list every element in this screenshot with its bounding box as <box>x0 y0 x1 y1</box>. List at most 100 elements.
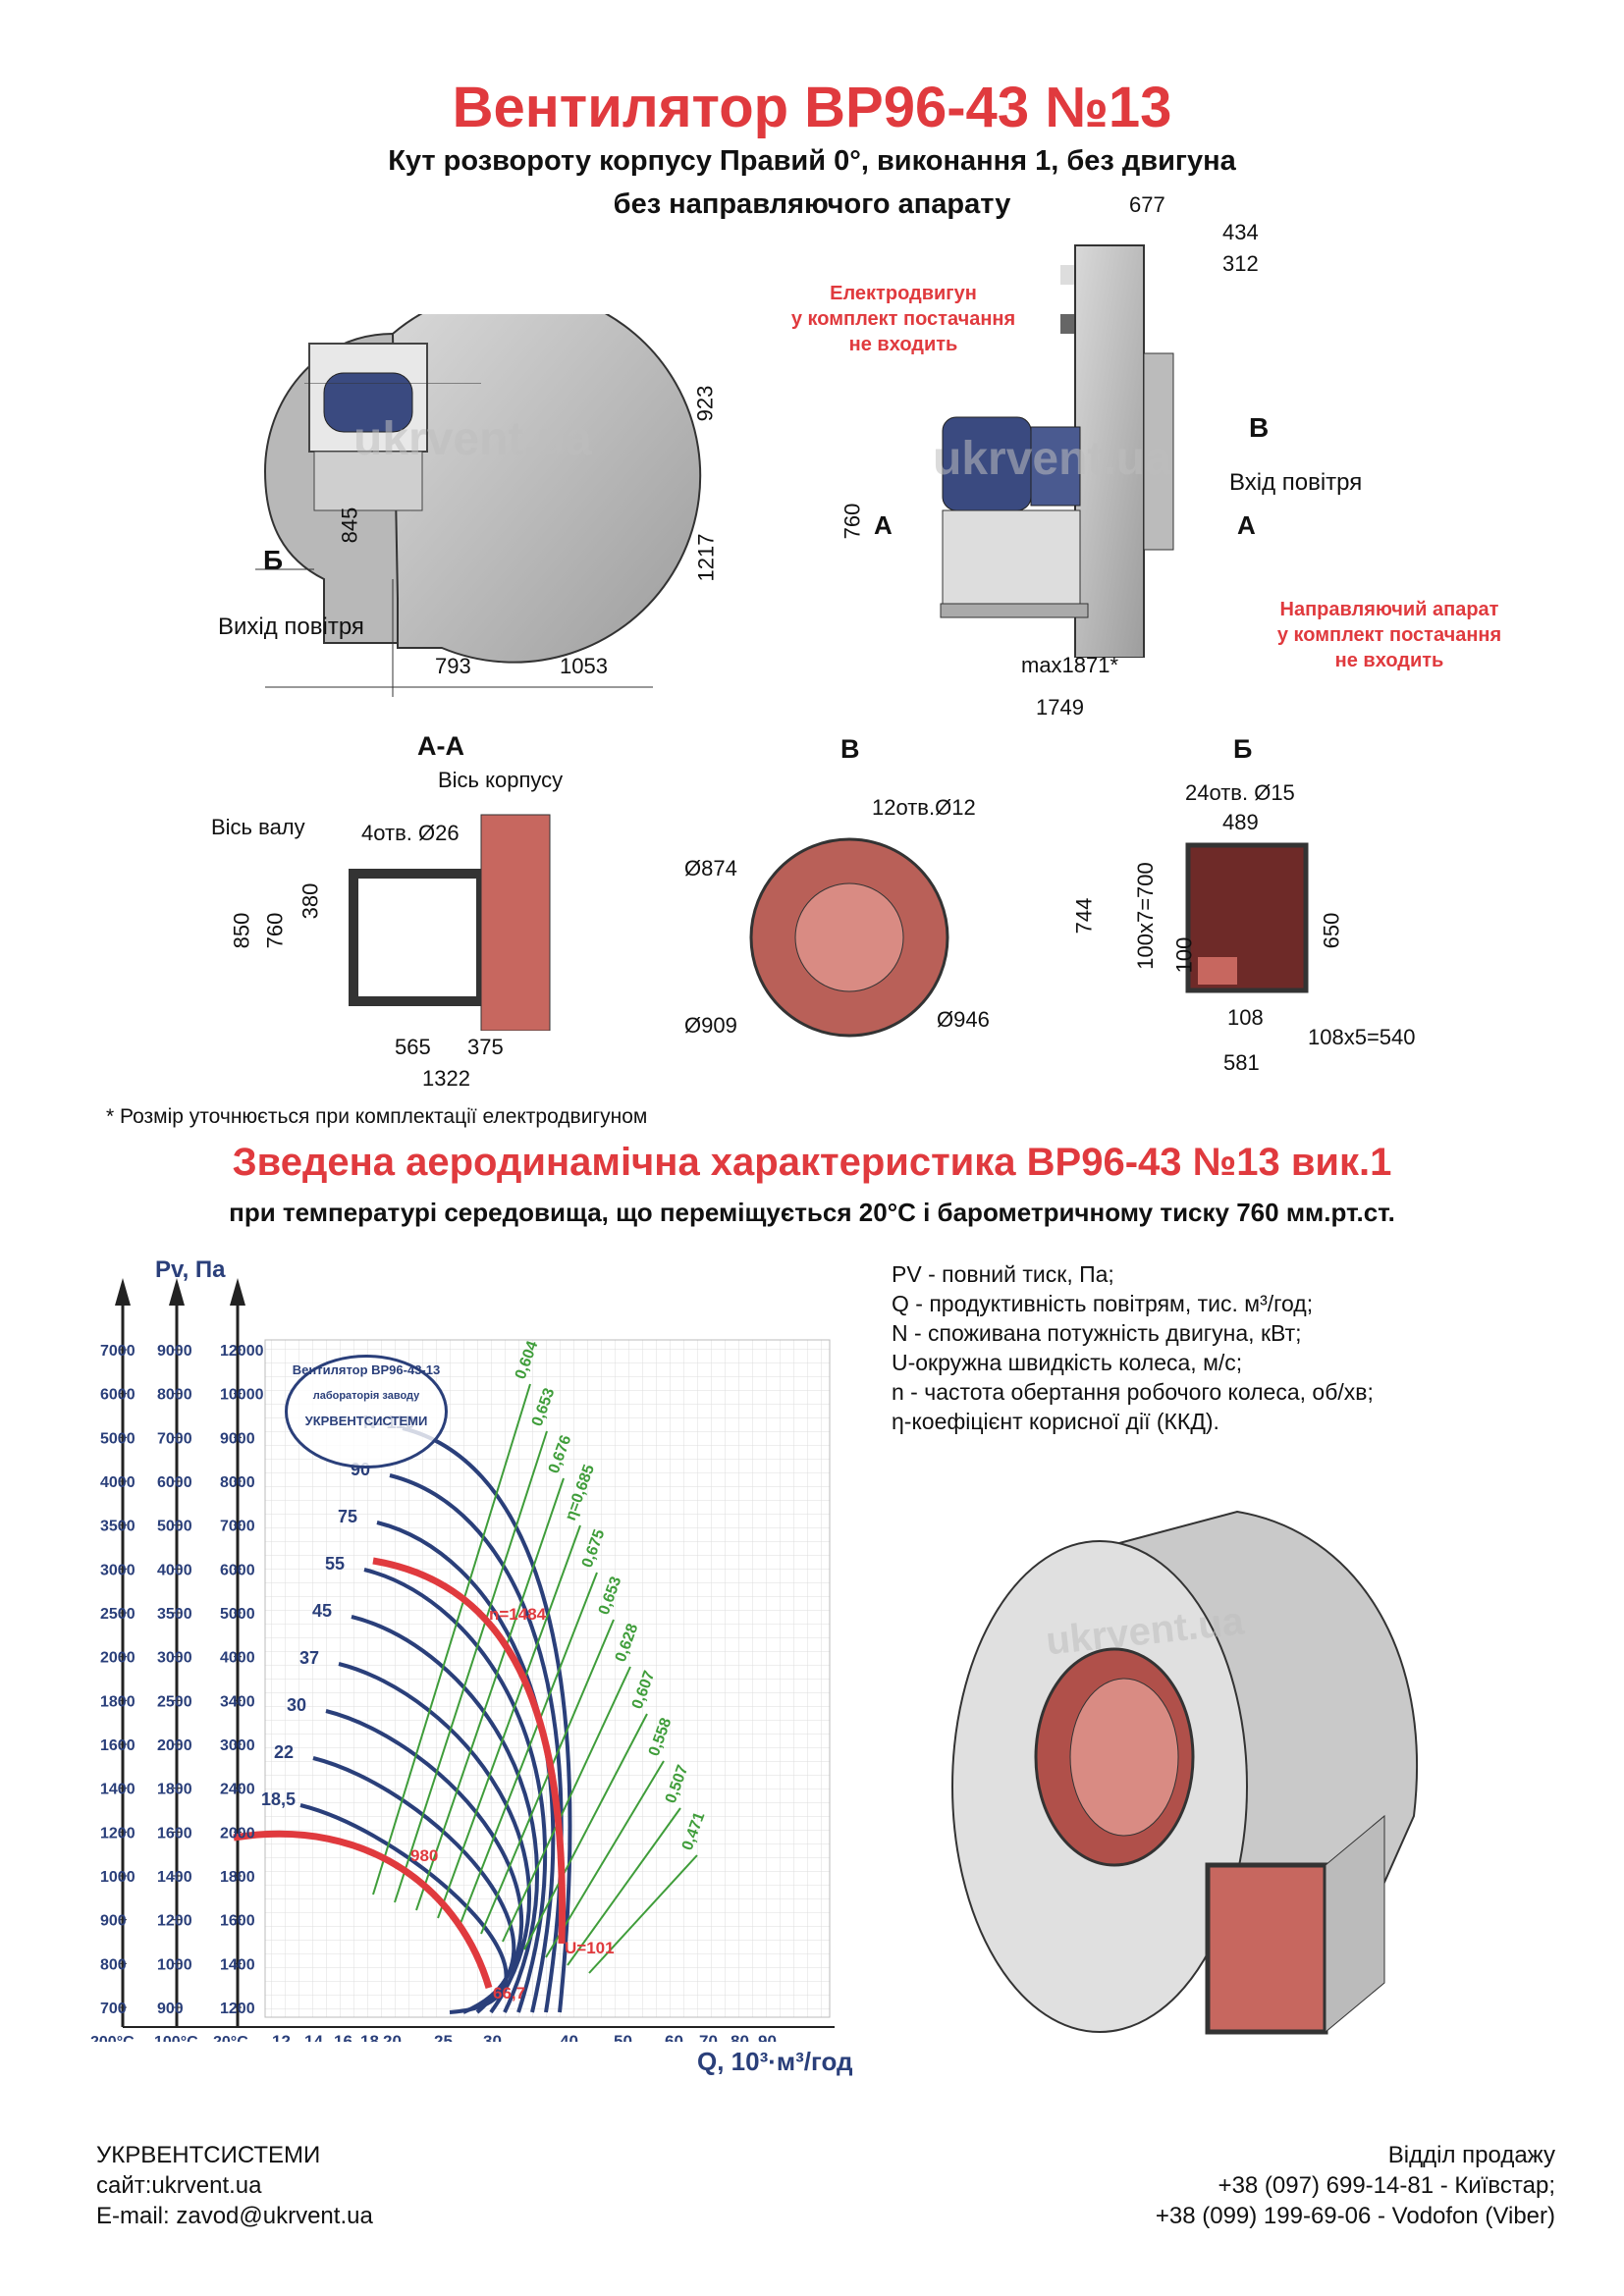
chart-ylabel: Pv, Па <box>155 1256 226 1283</box>
y-tick-label: 900 <box>100 1913 127 1930</box>
power-curve-label: 45 <box>312 1601 332 1621</box>
legend-u: U-окружна швидкість колеса, м/с; <box>892 1350 1243 1375</box>
aa-dim-760: 760 <box>262 912 288 949</box>
y-tick-label: 5000 <box>220 1606 255 1623</box>
v-dim-946: Ø946 <box>937 1007 990 1032</box>
chart-legend: PV - повний тиск, Па; Q - продуктивність… <box>892 1259 1374 1436</box>
b-dim-540: 108x5=540 <box>1308 1025 1416 1049</box>
y-tick-label: 8000 <box>220 1474 255 1491</box>
speed-end-label: U=101 <box>565 1939 615 1957</box>
y-tick-label: 1200 <box>157 1913 192 1930</box>
y-tick-label: 9000 <box>220 1430 255 1447</box>
section-a-marker-left: А <box>874 510 893 540</box>
chart-title: Зведена аеродинамічна характеристика ВР9… <box>232 1141 1392 1184</box>
efficiency-line <box>567 1807 681 1966</box>
phone-vodafone[interactable]: +38 (099) 199-69-06 - Vodofon (Viber) <box>1155 2203 1555 2229</box>
y-axis-arrow-1 <box>169 1278 185 1306</box>
legend-n: N - споживана потужність двигуна, кВт; <box>892 1320 1302 1346</box>
legend-eta: η-коефіцієнт корисної дії (ККД). <box>892 1409 1219 1434</box>
y-tick-label: 4000 <box>100 1474 135 1491</box>
x-tick-label: 14 <box>304 2032 323 2042</box>
aa-dim-380: 380 <box>298 882 323 920</box>
efficiency-line <box>394 1430 548 1903</box>
y-tick-label: 3400 <box>220 1693 255 1710</box>
x-tick-label: 80 <box>731 2032 749 2042</box>
dim-1749: 1749 <box>1036 695 1084 720</box>
x-tick-label: 20 <box>383 2032 402 2042</box>
efficiency-line <box>545 1760 665 1958</box>
aa-dim-850: 850 <box>229 912 254 949</box>
y-tick-label: 1800 <box>100 1693 135 1710</box>
x-tick-label: 18 <box>360 2032 379 2042</box>
y-tick-label: 1400 <box>220 1956 255 1973</box>
y-tick-label: 1600 <box>220 1913 255 1930</box>
y-tick-label: 2500 <box>100 1606 135 1623</box>
y-tick-label: 4000 <box>157 1562 192 1578</box>
footnote: * Розмір уточнюється при комплектації ел… <box>106 1105 648 1128</box>
legend-q: Q - продуктивність повітрям, тис. м³/год… <box>892 1291 1314 1316</box>
view-v-title: В <box>840 734 860 764</box>
x-tick-label: 50 <box>614 2032 632 2042</box>
y-tick-label: 3500 <box>100 1519 135 1535</box>
speed-curve-label: n=1484 <box>489 1605 547 1624</box>
v-holes: 12отв.Ø12 <box>872 795 976 820</box>
speed-curve <box>233 1830 493 1989</box>
y-tick-label: 1600 <box>157 1825 192 1842</box>
side-view-drawing <box>940 244 1174 658</box>
legend-pv: PV - повний тиск, Па; <box>892 1261 1114 1287</box>
y-tick-label: 6000 <box>100 1387 135 1404</box>
x-tick-label: 25 <box>434 2032 453 2042</box>
aa-holes: 4отв. Ø26 <box>361 821 460 845</box>
site-link[interactable]: сайт:ukrvent.ua <box>96 2172 262 2199</box>
x-tick-label: 70 <box>699 2032 718 2042</box>
y-tick-label: 3000 <box>157 1650 192 1667</box>
email-link[interactable]: E-mail: zavod@ukrvent.ua <box>96 2203 373 2229</box>
y-tick-label: 1200 <box>100 1825 135 1842</box>
b-dim-100: 100 <box>1171 936 1197 974</box>
speed-curve <box>372 1557 567 1945</box>
outlet-label: Вихід повітря <box>218 614 364 640</box>
efficiency-line <box>437 1524 581 1919</box>
power-curve <box>299 1803 509 2014</box>
dim-max1871: max1871* <box>1021 653 1119 677</box>
x-temp-label: 100°C <box>154 2034 198 2042</box>
dim-760: 760 <box>839 503 865 540</box>
y-tick-label: 2000 <box>157 1737 192 1754</box>
phone-kyivstar[interactable]: +38 (097) 699-14-81 - Київстар; <box>1218 2172 1555 2199</box>
dim-923: 923 <box>692 385 718 422</box>
footer-left: УКРВЕНТСИСТЕМИ сайт:ukrvent.ua E-mail: z… <box>96 2140 373 2231</box>
power-curve <box>351 1615 539 2013</box>
y-tick-label: 2400 <box>220 1782 255 1798</box>
y-tick-label: 1600 <box>100 1737 135 1754</box>
inlet-label: Вхід повітря <box>1229 469 1363 496</box>
efficiency-line <box>588 1854 698 1974</box>
section-b-title: Б <box>1233 734 1253 764</box>
power-curve-label: 75 <box>338 1507 357 1526</box>
section-a-marker-right: А <box>1237 510 1256 540</box>
y-tick-label: 10000 <box>220 1387 264 1404</box>
view-v-marker: В <box>1249 412 1270 443</box>
x-tick-label: 60 <box>665 2032 683 2042</box>
efficiency-line <box>523 1713 648 1950</box>
y-tick-label: 1000 <box>100 1869 135 1886</box>
footer-right: Відділ продажу +38 (097) 699-14-81 - Киї… <box>1156 2140 1555 2231</box>
sales-dept: Відділ продажу <box>1387 2142 1555 2168</box>
company-name: УКРВЕНТСИСТЕМИ <box>96 2142 321 2168</box>
b-dim-108: 108 <box>1227 1005 1264 1030</box>
dim-1217: 1217 <box>693 533 719 582</box>
view-v-drawing <box>749 837 949 1038</box>
chart-xlabel: Q, 10³·м³/год <box>697 2047 853 2076</box>
y-tick-label: 3000 <box>100 1562 135 1578</box>
chart-axes <box>115 1278 835 2028</box>
y-tick-label: 5000 <box>157 1519 192 1535</box>
power-curve-label: 18,5 <box>261 1789 296 1809</box>
power-curve <box>312 1756 516 2014</box>
y-tick-label: 1800 <box>220 1869 255 1886</box>
y-tick-label: 1400 <box>100 1782 135 1798</box>
y-tick-label: 1200 <box>220 2001 255 2017</box>
efficiency-line <box>502 1666 631 1943</box>
x-temp-label: 20°C <box>213 2034 248 2042</box>
y-tick-label: 2000 <box>220 1825 255 1842</box>
dim-793: 793 <box>435 654 471 678</box>
